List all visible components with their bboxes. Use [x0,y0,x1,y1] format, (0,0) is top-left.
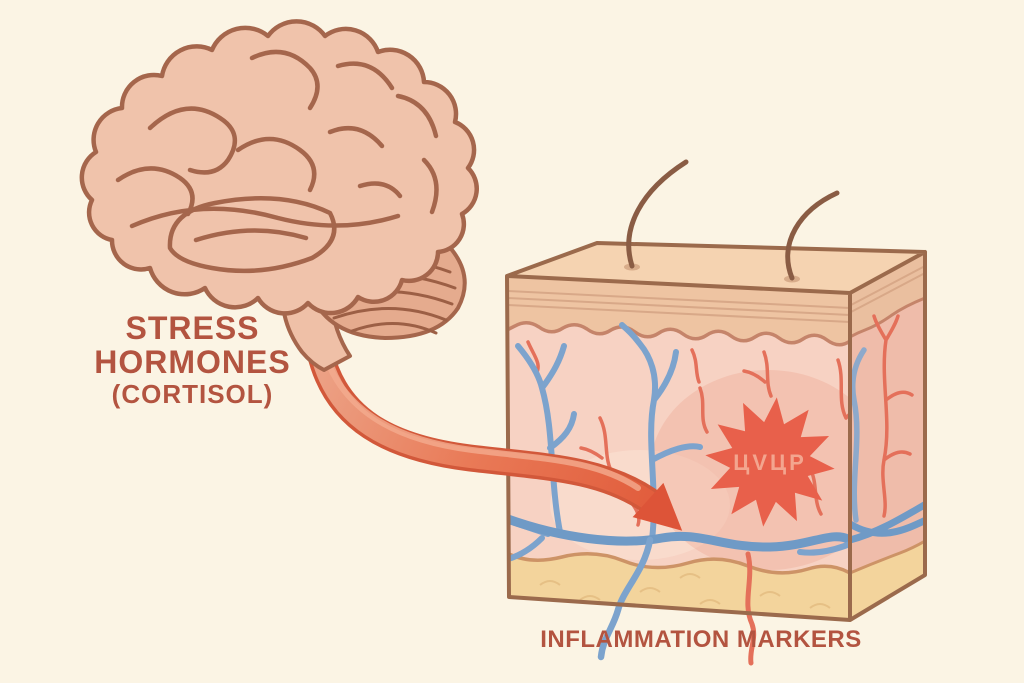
epidermis-lines [507,290,850,323]
arrow-body [310,342,658,510]
stress-label-line2: HORMONES [94,343,291,380]
subcutaneous-fat-layer [507,553,850,620]
blue-vessel-dangling [597,536,654,661]
main-vessel-side [850,500,925,544]
red-vessel-dangling [745,551,757,666]
skin-block-outline [505,241,927,622]
inflammation-starburst [705,397,835,527]
skin-cross-section: ЦVЦP [505,159,927,666]
stress-label-line3: (CORTISOL) [111,379,274,410]
fat-boundary-side [850,539,925,575]
fat-boundary [507,551,850,575]
inflammation-markers-label: INFLAMMATION MARKERS [505,627,897,652]
vessel-branch [797,525,850,556]
epidermis-dermis-boundary [507,321,850,347]
starburst-text: ЦVЦP [733,450,807,475]
fat-lobule-texture [539,573,831,609]
skin-side-face [850,252,925,620]
epidermis-lines-side [850,265,925,313]
cortisol-arrow [306,338,683,531]
arrow-highlight [319,343,641,491]
epidermis-layer [507,276,850,345]
brain-gyri-lines [115,49,439,243]
hair-icon [626,159,689,269]
temporal-lobe [167,196,337,274]
starburst-shape [705,397,835,527]
inflammation-label-text: INFLAMMATION MARKERS [540,626,862,653]
fat-layer-side [850,541,925,620]
stress-hormones-label: STRESS HORMONES (CORTISOL) [85,310,300,410]
stress-label-line1: STRESS [125,310,260,346]
red-capillaries-side [872,314,914,518]
main-blood-vessel [507,513,850,552]
blue-vessel-side [850,347,867,523]
skin-front-face [507,276,850,620]
brain [79,19,479,372]
arrowhead-icon [632,482,683,531]
hair-icon [785,190,840,281]
epidermis-side [850,252,925,337]
